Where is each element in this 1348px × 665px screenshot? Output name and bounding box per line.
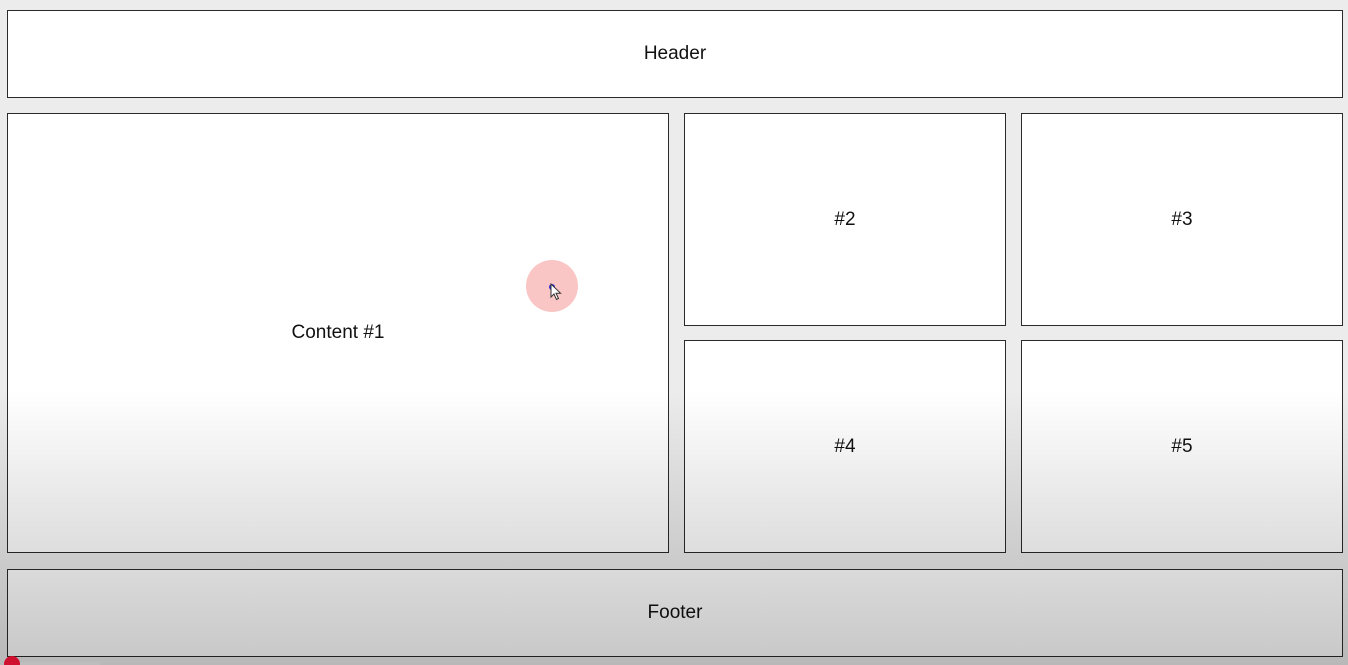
content-label: Content #1	[291, 322, 385, 343]
grid-box-2: #2	[684, 113, 1006, 326]
header-label: Header	[643, 43, 707, 64]
box-4-label: #4	[834, 435, 856, 457]
box-3-label: #3	[1171, 208, 1193, 230]
footer-label: Footer	[647, 602, 703, 623]
mouse-cursor-icon	[550, 283, 562, 301]
footer-box: Footer	[7, 569, 1343, 657]
grid-box-5: #5	[1021, 340, 1343, 553]
box-2-label: #2	[834, 208, 856, 230]
grid-box-4: #4	[684, 340, 1006, 553]
video-progress-track[interactable]	[20, 662, 100, 665]
video-progress-handle[interactable]	[4, 656, 20, 665]
content-box-1: Content #1	[7, 113, 669, 553]
grid-box-3: #3	[1021, 113, 1343, 326]
header-box: Header	[7, 10, 1343, 98]
box-5-label: #5	[1171, 435, 1193, 457]
